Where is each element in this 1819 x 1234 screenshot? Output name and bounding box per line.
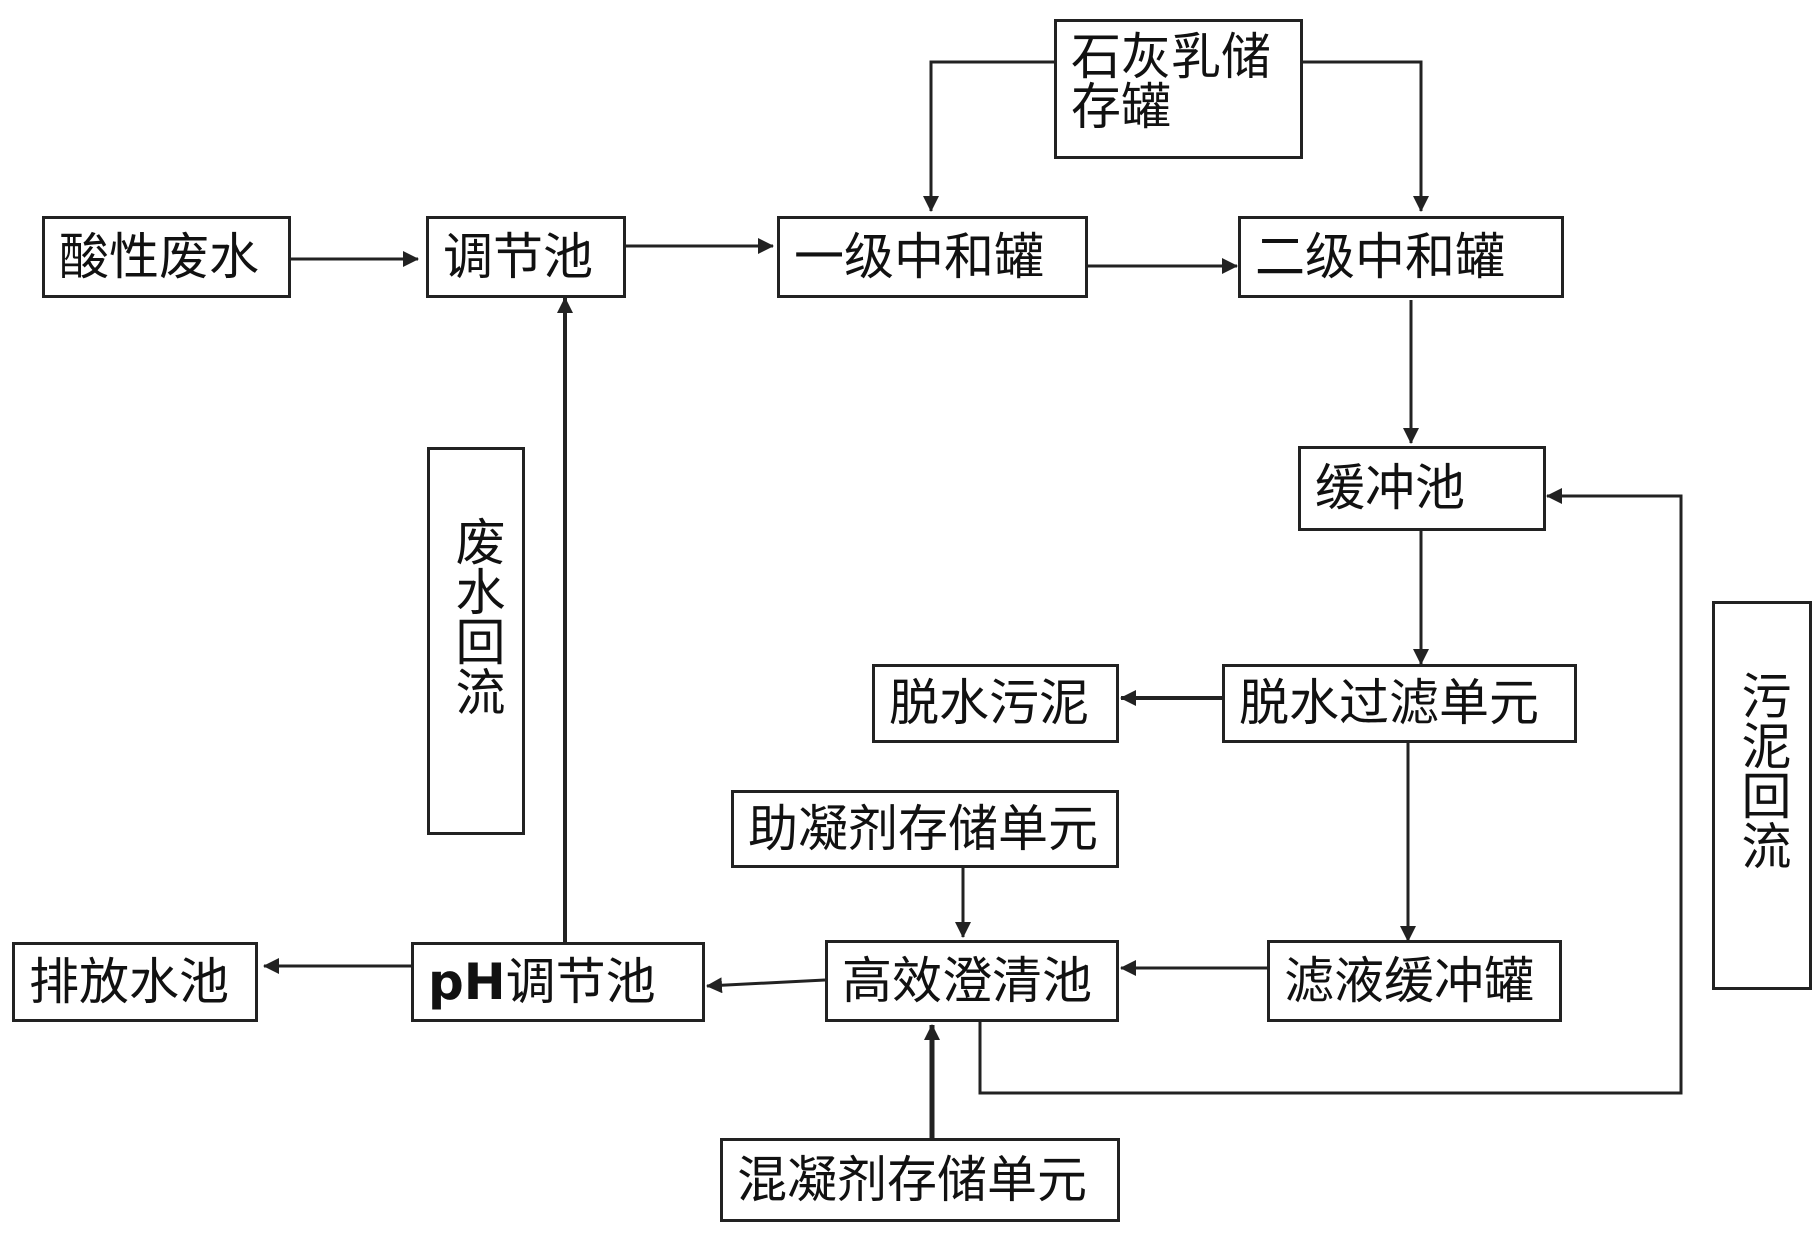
dewatered-sludge: 脱水污泥 bbox=[872, 664, 1119, 743]
arrow-lime-to-secondary bbox=[1302, 60, 1429, 212]
arrow-lime-to-primary bbox=[923, 60, 1057, 212]
lime-milk-storage-tank: 石灰乳储存罐 bbox=[1054, 19, 1303, 159]
arrow-clarifier-to-ph bbox=[706, 977, 826, 994]
arrow-sludge-return bbox=[978, 488, 1683, 1095]
flocculant-aid-storage-unit: 助凝剂存储单元 bbox=[731, 790, 1119, 868]
ph-prefix-label: pH bbox=[428, 952, 506, 1011]
primary-neutralization-tank: 一级中和罐 bbox=[777, 216, 1088, 298]
high-efficiency-clarifier: 高效澄清池 bbox=[825, 940, 1119, 1022]
flocculant-aid-storage-unit-label: 助凝剂存储单元 bbox=[748, 799, 1098, 858]
ph-adjustment-pool-label: 调节池 bbox=[505, 952, 656, 1011]
regulating-pool-label: 调节池 bbox=[443, 227, 593, 286]
buffer-pool-label: 缓冲池 bbox=[1315, 459, 1465, 517]
acid-wastewater: 酸性废水 bbox=[42, 216, 291, 298]
discharge-pool-label: 排放水池 bbox=[29, 952, 229, 1011]
coagulant-storage-unit-label: 混凝剂存储单元 bbox=[737, 1150, 1087, 1209]
sludge-return-note: 污泥回流 bbox=[1712, 601, 1812, 990]
primary-neutralization-tank-label: 一级中和罐 bbox=[794, 227, 1044, 286]
filtrate-buffer-tank-label: 滤液缓冲罐 bbox=[1284, 951, 1534, 1010]
filtrate-buffer-tank: 滤液缓冲罐 bbox=[1267, 940, 1562, 1022]
secondary-neutralization-tank: 二级中和罐 bbox=[1238, 216, 1564, 298]
dewatering-filter-unit-label: 脱水过滤单元 bbox=[1239, 674, 1539, 732]
sludge-return-label: 污泥回流 bbox=[1733, 670, 1792, 870]
high-efficiency-clarifier-label: 高效澄清池 bbox=[842, 951, 1092, 1010]
buffer-pool: 缓冲池 bbox=[1298, 446, 1546, 531]
regulating-pool: 调节池 bbox=[426, 216, 626, 298]
dewatering-filter-unit: 脱水过滤单元 bbox=[1222, 664, 1577, 743]
lime-milk-storage-tank-label: 石灰乳储存罐 bbox=[1071, 28, 1271, 136]
discharge-pool: 排放水池 bbox=[12, 942, 258, 1022]
wastewater-return-label: 废水回流 bbox=[447, 516, 506, 716]
acid-wastewater-label: 酸性废水 bbox=[59, 227, 259, 286]
dewatered-sludge-label: 脱水污泥 bbox=[889, 674, 1089, 732]
coagulant-storage-unit: 混凝剂存储单元 bbox=[720, 1138, 1120, 1222]
secondary-neutralization-tank-label: 二级中和罐 bbox=[1255, 227, 1505, 286]
wastewater-return-note: 废水回流 bbox=[427, 447, 525, 835]
